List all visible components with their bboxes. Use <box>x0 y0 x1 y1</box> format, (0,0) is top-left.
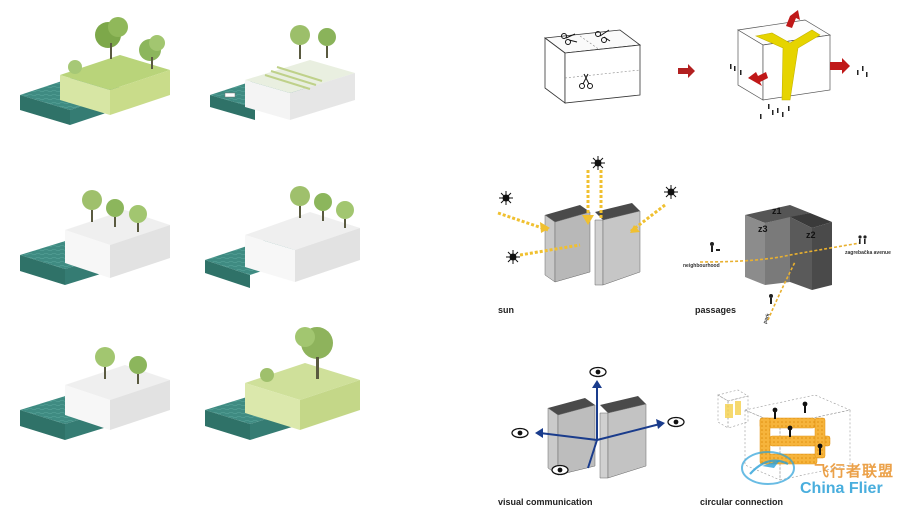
path-label-avenue: zagrebačka avenue <box>845 250 891 256</box>
riverbank-section-3 <box>20 190 170 285</box>
caption-visual-communication: visual communication <box>498 497 593 507</box>
caption-passages: passages <box>695 305 737 315</box>
eye-icon <box>667 416 685 428</box>
scissors-icon <box>561 33 578 45</box>
cut-box-diagram <box>543 29 642 104</box>
path-label-park: park <box>762 313 771 325</box>
sun-icon <box>506 250 520 264</box>
scissors-icon <box>595 29 611 43</box>
person-icon <box>710 235 867 304</box>
riverbank-section-2 <box>210 25 355 120</box>
eye-icon <box>589 366 607 378</box>
riverbank-section-6 <box>205 327 360 440</box>
caption-circular-connection: circular connection <box>700 497 784 507</box>
zone-label-z1: z1 <box>772 206 782 216</box>
riverbank-section-1 <box>20 17 170 125</box>
eye-icon <box>511 427 529 439</box>
riverbank-section-4 <box>205 186 360 288</box>
sun-icon <box>664 185 678 199</box>
sun-icon <box>591 156 605 170</box>
sun-icon <box>499 191 513 205</box>
watermark-logo-icon <box>741 451 795 485</box>
zone-label-z3: z3 <box>758 224 768 234</box>
watermark-text-en: China Flier <box>800 480 883 497</box>
path-label-neighbourhood: neighbourhood <box>683 263 720 269</box>
sun-diagram <box>497 156 678 286</box>
watermark-text-cn: 飞行者联盟 <box>814 463 895 480</box>
zone-label-z2: z2 <box>806 230 816 240</box>
riverbank-section-5 <box>20 347 170 440</box>
split-box-diagram <box>730 10 868 119</box>
eye-icon <box>551 464 569 476</box>
passages-diagram: z1 z3 z2 neighbourhood zagrebačka avenue… <box>683 205 891 325</box>
arrow-right-icon <box>678 64 695 78</box>
visual-communication-diagram <box>511 366 685 479</box>
scissors-icon <box>579 73 593 89</box>
caption-sun: sun <box>498 305 515 315</box>
